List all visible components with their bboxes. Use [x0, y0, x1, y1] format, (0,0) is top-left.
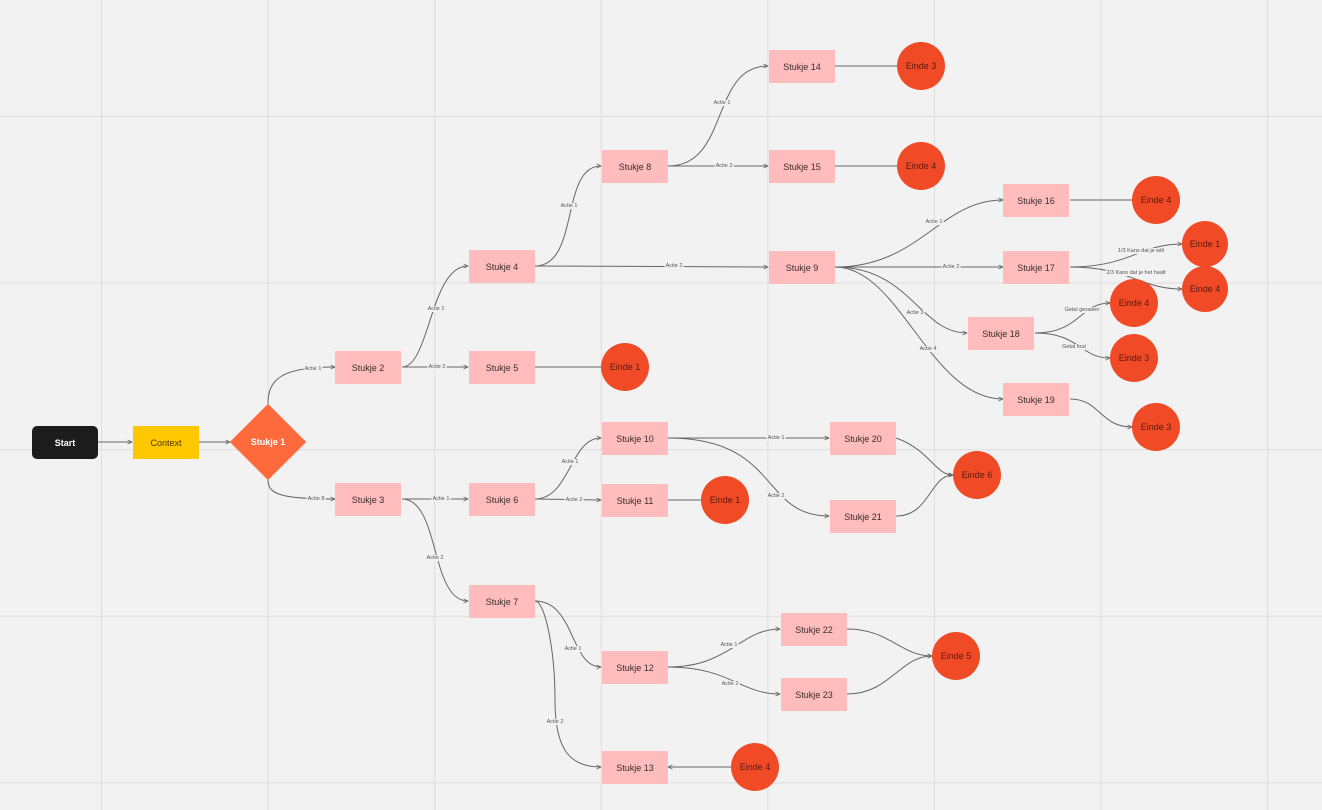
end-einde-3[interactable]: Einde 3 — [1110, 334, 1158, 382]
edge-stukje4-stukje9[interactable] — [534, 266, 768, 267]
edge-stukje17-einde1[interactable] — [1069, 244, 1182, 268]
end-einde-4[interactable]: Einde 4 — [897, 142, 945, 190]
step-stukje-23[interactable]: Stukje 23 — [781, 678, 847, 711]
edge-label: Actie 1 — [426, 306, 446, 312]
edge-stukje9-stukje19[interactable] — [834, 266, 1003, 399]
end-einde-4[interactable]: Einde 4 — [1110, 279, 1158, 327]
edge-label: Actie 2 — [427, 364, 447, 370]
edge-stukje17-einde4[interactable] — [1069, 266, 1182, 289]
edge-label: Actie 1 — [431, 496, 451, 502]
decision-stukje-1[interactable]: Stukje 1 — [229, 403, 307, 481]
end-einde-1[interactable]: Einde 1 — [601, 343, 649, 391]
step-stukje-18[interactable]: Stukje 18 — [968, 317, 1034, 350]
edge-label: Actie 2 — [941, 264, 961, 270]
edge-label: 2/3 Kans dat je het haalt — [1105, 270, 1167, 276]
edge-label: Actie 3 — [905, 310, 925, 316]
edge-stukje18-einde4[interactable] — [1034, 303, 1110, 334]
step-stukje-17[interactable]: Stukje 17 — [1003, 251, 1069, 284]
edge-stukje9-stukje16[interactable] — [834, 200, 1003, 268]
step-stukje-11[interactable]: Stukje 11 — [602, 484, 668, 517]
edge-stukje12-stukje22[interactable] — [667, 629, 780, 668]
edge-stukje19-einde3[interactable] — [1069, 398, 1132, 427]
step-stukje-5[interactable]: Stukje 5 — [469, 351, 535, 384]
end-einde-4[interactable]: Einde 4 — [731, 743, 779, 791]
step-stukje-6[interactable]: Stukje 6 — [469, 483, 535, 516]
edge-stukje1-stukje2[interactable] — [267, 367, 335, 405]
edge-label: Actie 2 — [720, 681, 740, 687]
edge-label: Actie 2 — [714, 163, 734, 169]
edge-label: Actie 2 — [425, 555, 445, 561]
edge-label: Actie 1 — [563, 646, 583, 652]
end-einde-1[interactable]: Einde 1 — [701, 476, 749, 524]
edge-label: Actie 1 — [924, 219, 944, 225]
edge-stukje7-stukje13[interactable] — [534, 600, 601, 767]
step-stukje-13[interactable]: Stukje 13 — [602, 751, 668, 784]
step-stukje-3[interactable]: Stukje 3 — [335, 483, 401, 516]
step-stukje-20[interactable]: Stukje 20 — [830, 422, 896, 455]
start-node[interactable]: Start — [32, 426, 98, 459]
edge-label: Actie 1 — [303, 366, 323, 372]
edge-stukje10-stukje21[interactable] — [667, 437, 829, 516]
edge-label: Actie 2 — [766, 493, 786, 499]
step-stukje-2[interactable]: Stukje 2 — [335, 351, 401, 384]
edge-stukje23-einde5[interactable] — [846, 656, 932, 695]
edge-label: Getal geraden — [1063, 307, 1101, 313]
context-node[interactable]: Context — [133, 426, 199, 459]
edge-label: Actie 2 — [564, 497, 584, 503]
edge-stukje8-stukje14[interactable] — [667, 66, 768, 167]
edge-label: Actie 1 — [560, 459, 580, 465]
end-einde-1[interactable]: Einde 1 — [1182, 221, 1228, 267]
edge-stukje2-stukje4[interactable] — [401, 266, 468, 368]
end-einde-3[interactable]: Einde 3 — [1132, 403, 1180, 451]
step-stukje-16[interactable]: Stukje 16 — [1003, 184, 1069, 217]
edge-label: 1/3 Kans dat je wilt — [1116, 248, 1166, 254]
end-einde-3[interactable]: Einde 3 — [897, 42, 945, 90]
edge-label: Actie 1 — [719, 642, 739, 648]
step-stukje-14[interactable]: Stukje 14 — [769, 50, 835, 83]
step-stukje-7[interactable]: Stukje 7 — [469, 585, 535, 618]
step-stukje-4[interactable]: Stukje 4 — [469, 250, 535, 283]
edge-stukje12-stukje23[interactable] — [667, 666, 780, 694]
edge-label: Actie 1 — [766, 435, 786, 441]
edge-stukje7-stukje12[interactable] — [534, 600, 601, 667]
edge-stukje4-stukje8[interactable] — [534, 166, 601, 267]
edge-stukje3-stukje7[interactable] — [401, 498, 468, 601]
edge-stukje9-stukje18[interactable] — [834, 266, 967, 333]
edge-label: Actie 1 — [559, 203, 579, 209]
edge-label: Actie 2 — [664, 263, 684, 269]
edge-stukje6-stukje10[interactable] — [534, 438, 601, 500]
edge-stukje20-einde6[interactable] — [895, 437, 953, 475]
edge-label: Getal fout — [1061, 344, 1087, 350]
step-stukje-8[interactable]: Stukje 8 — [602, 150, 668, 183]
end-einde-4[interactable]: Einde 4 — [1132, 176, 1180, 224]
step-stukje-15[interactable]: Stukje 15 — [769, 150, 835, 183]
end-einde-5[interactable]: Einde 5 — [932, 632, 980, 680]
step-stukje-22[interactable]: Stukje 22 — [781, 613, 847, 646]
edge-label: Actie 2 — [545, 719, 565, 725]
decision-label: Stukje 1 — [250, 437, 286, 447]
step-stukje-10[interactable]: Stukje 10 — [602, 422, 668, 455]
end-einde-6[interactable]: Einde 6 — [953, 451, 1001, 499]
edge-label: Actie 1 — [712, 100, 732, 106]
step-stukje-19[interactable]: Stukje 19 — [1003, 383, 1069, 416]
edge-label: Actie 8 — [306, 496, 326, 502]
step-stukje-12[interactable]: Stukje 12 — [602, 651, 668, 684]
edge-stukje21-einde6[interactable] — [895, 475, 953, 517]
edge-stukje22-einde5[interactable] — [846, 628, 932, 656]
step-stukje-9[interactable]: Stukje 9 — [769, 251, 835, 284]
end-einde-4[interactable]: Einde 4 — [1182, 266, 1228, 312]
edge-label: Actie 4 — [918, 346, 938, 352]
step-stukje-21[interactable]: Stukje 21 — [830, 500, 896, 533]
